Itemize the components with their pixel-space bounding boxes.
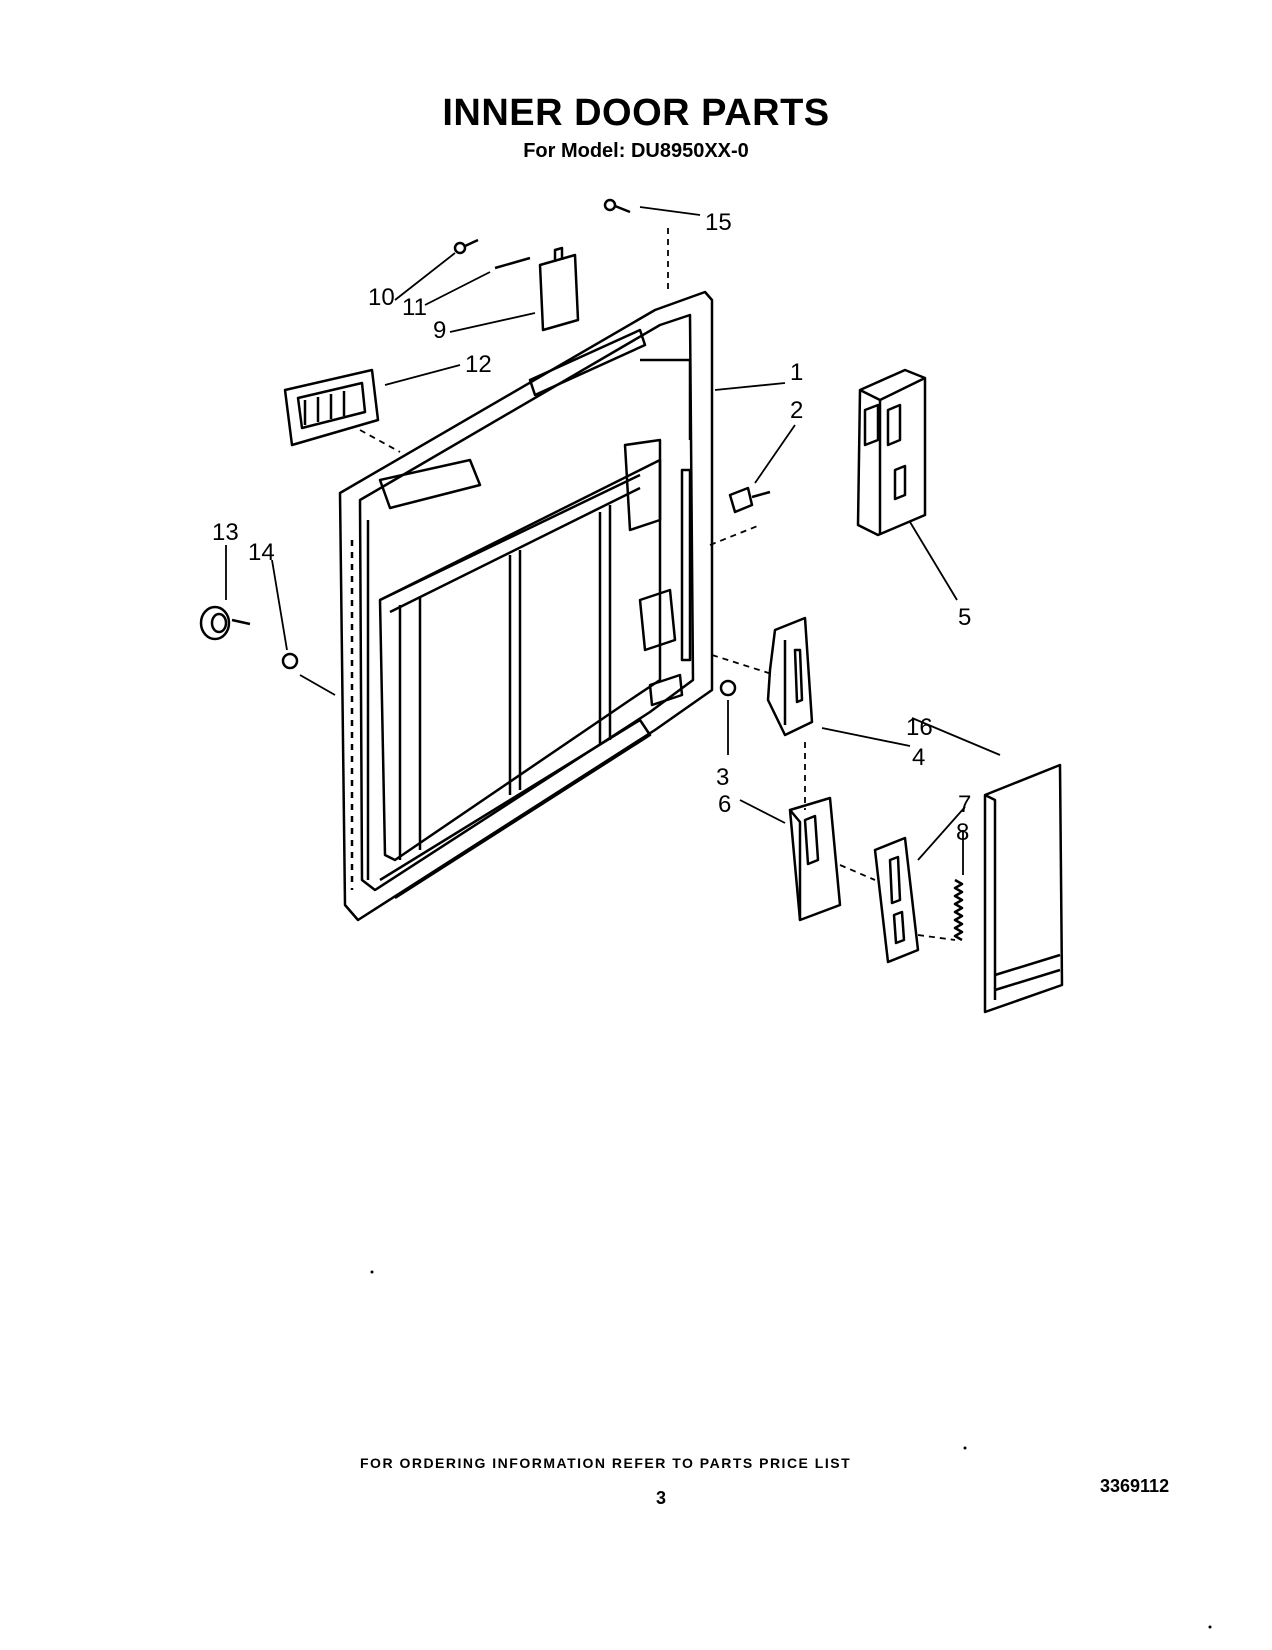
part-16-cover <box>983 763 1064 1014</box>
callout-3: 3 <box>716 764 729 791</box>
part-8-spring <box>953 878 964 942</box>
page-title: INNER DOOR PARTS <box>442 92 830 134</box>
callout-4: 4 <box>912 744 925 771</box>
part-6-latch-block <box>788 796 842 922</box>
callout-5: 5 <box>958 604 971 631</box>
part-9-bracket <box>538 246 580 332</box>
callout-15: 15 <box>705 209 732 236</box>
callout-16: 16 <box>906 714 933 741</box>
callout-12: 12 <box>465 351 492 378</box>
callout-14: 14 <box>248 539 275 566</box>
part-10-screw <box>453 238 479 255</box>
callout-13: 13 <box>212 519 239 546</box>
part-5-latch-housing <box>856 368 927 537</box>
ordering-note: FOR ORDERING INFORMATION REFER TO PARTS … <box>360 1455 852 1471</box>
callout-11: 11 <box>402 294 427 321</box>
part-4-latch-arm <box>766 616 814 737</box>
callout-9: 9 <box>433 317 446 344</box>
leader-lines <box>225 206 1001 941</box>
inner-door-panel <box>338 290 714 922</box>
part-11-pin <box>494 256 531 270</box>
part-3-nut <box>719 679 737 697</box>
part-14-nut <box>281 652 299 670</box>
callout-2: 2 <box>790 397 803 424</box>
callout-10: 10 <box>368 284 395 311</box>
part-13-knob <box>199 605 251 641</box>
callout-7: 7 <box>958 791 971 818</box>
part-2-fastener <box>728 486 771 514</box>
part-15-screw <box>603 198 631 214</box>
callout-numbers: 15 10 11 9 12 1 2 5 13 14 3 16 4 6 7 8 <box>212 209 971 846</box>
callout-6: 6 <box>718 791 731 818</box>
callout-8: 8 <box>956 819 969 846</box>
callout-1: 1 <box>790 359 803 386</box>
page-number: 3 <box>656 1488 667 1508</box>
document-number: 3369112 <box>1100 1476 1170 1496</box>
part-12-handle <box>283 368 380 447</box>
part-7-strike-plate <box>873 836 920 964</box>
model-subtitle: For Model: DU8950XX-0 <box>523 140 749 162</box>
